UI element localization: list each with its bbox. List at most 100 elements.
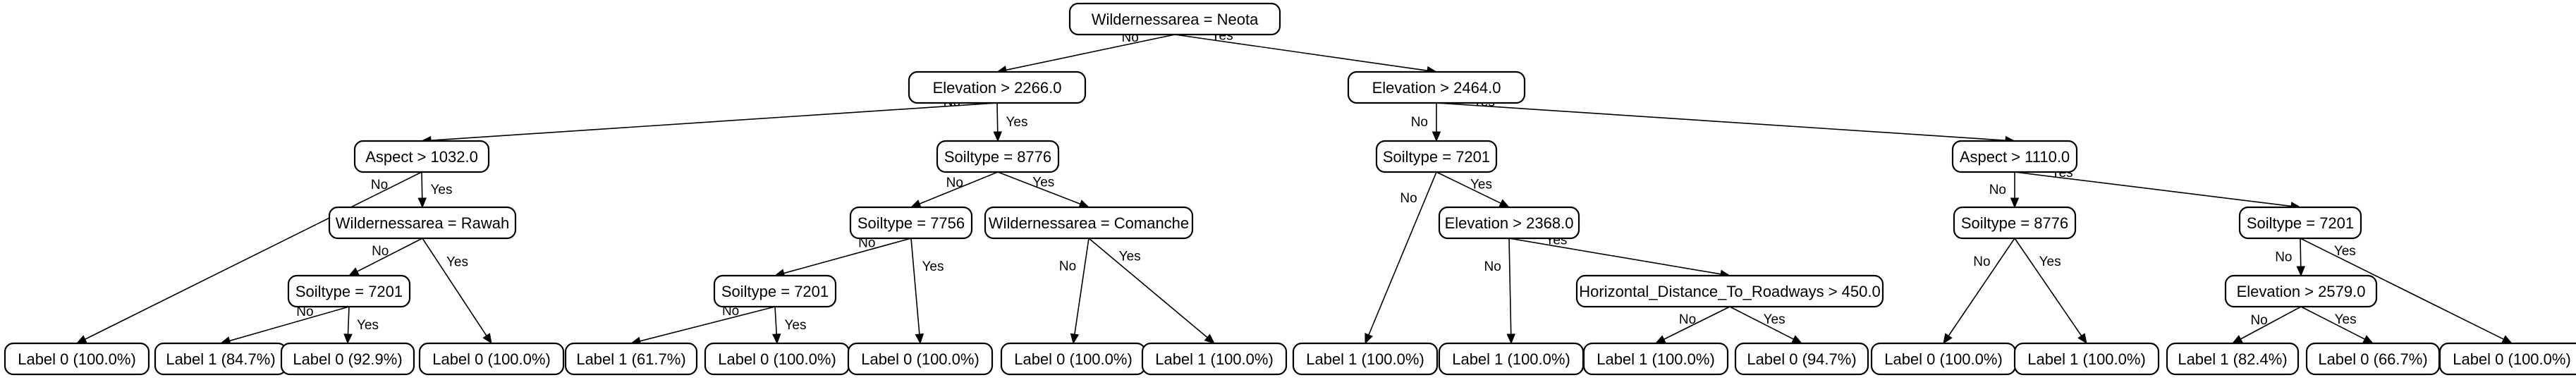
edge-arrowhead [1365,333,1373,345]
edge-label-no: No [946,176,963,190]
leaf-node-label-1-100-0: Label 1 (100.0%) [2013,342,2160,376]
node-box [1068,2,1281,36]
edge-line [357,238,423,272]
node-label: Soiltype = 7201 [721,283,829,300]
node-label: Wildernessarea = Comanche [989,214,1189,232]
node-label: Label 1 (100.0%) [1597,350,1715,368]
edge-line [1088,238,1208,338]
edge-arrowhead [2362,335,2374,344]
edge-n1-n3: No [420,95,998,145]
edge-line [1508,238,1512,335]
node-box [1951,140,2078,173]
edge-line [2300,238,2504,340]
edge-line [1006,34,1176,71]
edge-n16-l16: No [2231,306,2302,344]
node-label: Soiltype = 7756 [857,214,965,232]
edge-label-yes: Yes [1119,250,1141,264]
decision-node-aspect-1032-0: Aspect > 1032.0 [353,140,490,173]
node-box [2224,274,2378,308]
edge-label-no: No [1059,259,1076,274]
edge-line [1729,306,1794,340]
node-label: Label 0 (100.0%) [1014,350,1133,368]
edge-label-no: No [1989,183,2006,197]
edge-arrowhead [417,197,427,209]
edge-label-yes: Yes [785,318,807,333]
node-label: Label 0 (100.0%) [432,350,551,368]
edge-line [1436,171,1501,204]
edge-label-no: No [1411,115,1428,130]
edge-line [422,238,487,336]
edge-n2-n6: Yes [1436,95,2016,145]
node-label: Aspect > 1032.0 [365,148,478,166]
leaf-node-label-0-100-0: Label 0 (100.0%) [1870,342,2017,376]
edge-arrowhead [910,200,922,208]
decision-node-elevation-2266-0: Elevation > 2266.0 [908,71,1087,104]
node-label: Soiltype = 7201 [295,283,403,300]
edge-line [85,171,422,340]
edge-n11-l14: No [1943,238,2015,345]
node-box [1438,206,1580,240]
edge-arrowhead [2296,266,2305,277]
edge-line [640,306,776,342]
edge-line [1174,34,1428,71]
edge-n15-l12: No [1654,306,1730,344]
leaf-node-label-0-100-0: Label 0 (100.0%) [4,342,150,376]
node-label: Wildernessarea = Rawah [336,214,509,232]
decision-node-elevation-2368-0: Elevation > 2368.0 [1438,206,1580,240]
decision-node-horizontal-distance-to-roadways-450-0: Horizontal_Distance_To_Roadways > 450.0 [1575,274,1884,308]
leaf-node-label-0-92-9: Label 0 (92.9%) [280,342,415,376]
edge-arrowhead [2501,335,2513,344]
leaf-node-label-1-84-7: Label 1 (84.7%) [154,342,288,376]
node-box [418,342,565,376]
node-box [1141,342,1288,376]
edge-line [2240,306,2302,340]
edge-label-yes: Yes [446,255,468,269]
edge-label-no: No [371,178,388,192]
node-box [908,71,1087,104]
node-box [1582,342,1729,376]
edge-line [1368,171,1437,336]
decision-node-soiltype-8776: Soiltype = 8776 [936,140,1060,173]
node-box [2166,342,2300,376]
edge-label-no: No [1400,191,1417,206]
node-label: Soiltype = 8776 [1961,214,2068,232]
edge-n15-l13: Yes [1729,306,1803,344]
decision-node-soiltype-7201: Soiltype = 7201 [2238,206,2362,240]
edge-line [1074,238,1089,335]
node-box [1292,342,1439,376]
node-label: Label 0 (100.0%) [1884,350,2003,368]
leaf-node-label-0-66-7: Label 0 (66.7%) [2305,342,2441,376]
node-box [328,206,517,240]
edge-n16-l17: Yes [2300,306,2374,344]
decision-node-aspect-1110-0: Aspect > 1110.0 [1951,140,2078,173]
edge-arrowhead [993,131,1003,142]
node-label: Horizontal_Distance_To_Roadways > 450.0 [1579,283,1880,300]
edge-line [2300,238,2302,267]
edge-n4-n8: No [910,171,999,208]
edge-n4-n9: Yes [997,171,1090,208]
node-label: Soiltype = 7201 [1383,148,1490,166]
edge-n12-n16: No [2275,238,2305,277]
node-label: Label 0 (100.0%) [18,350,136,368]
decision-node-soiltype-7201: Soiltype = 7201 [1375,140,1498,173]
leaf-node-label-0-94-7: Label 0 (94.7%) [1734,342,1869,376]
node-label: Label 1 (100.0%) [2027,350,2146,368]
edge-n9-l9: Yes [1088,238,1215,344]
leaf-node-label-0-100-0: Label 0 (100.0%) [1000,342,1147,376]
edge-line [430,102,998,141]
edge-label-yes: Yes [357,318,379,333]
node-box [713,274,837,308]
edge-n1-n4: Yes [993,102,1028,142]
edge-arrowhead [75,335,87,344]
edge-arrowhead [771,333,781,345]
decision-node-soiltype-7201: Soiltype = 7201 [287,274,411,308]
edge-arrowhead [1070,333,1080,345]
edge-n2-n5: No [1411,103,1441,142]
edge-line [997,171,1081,205]
node-label: Elevation > 2579.0 [2237,283,2366,300]
edge-line [347,306,350,335]
node-label: Label 0 (100.0%) [861,350,979,368]
edge-arrowhead [1432,131,1441,142]
